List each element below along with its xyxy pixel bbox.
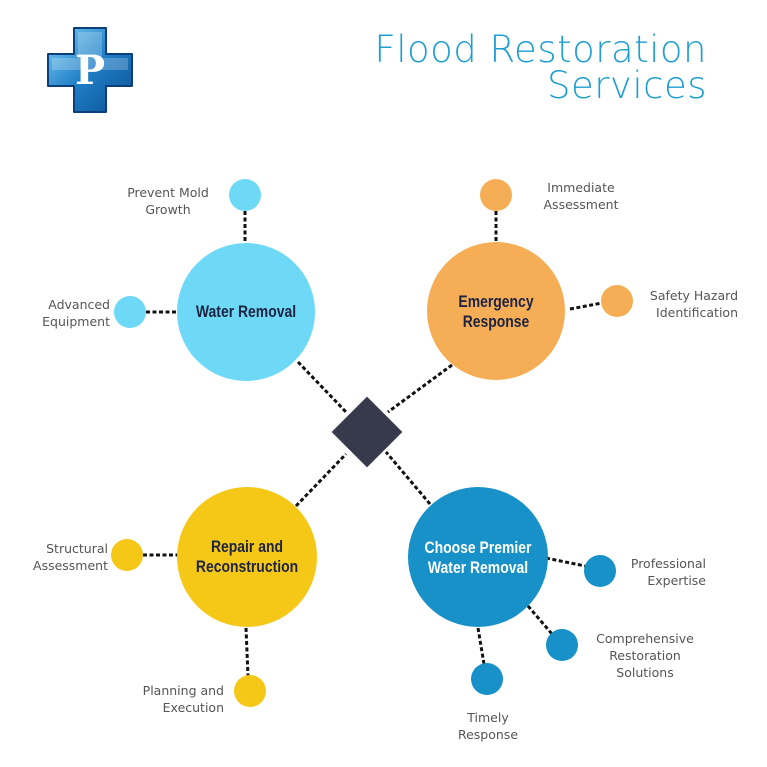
title-line-1: Flood Restoration [374,28,707,71]
node-planning-execution [234,675,266,707]
hub-emergency-response [427,242,565,380]
label-comprehensive-solutions: Comprehensive Restoration Solutions [596,631,694,680]
hub-repair-reconstruction [177,487,317,627]
hub-water-removal [177,243,315,381]
hub-label-water-removal: Water Removal [195,302,297,321]
hub-label-emergency-response: Emergency Response [458,292,534,331]
hub-label-choose-premier: Choose Premier Water Removal [424,538,532,577]
label-planning-execution: Planning and Execution [142,683,224,715]
node-comprehensive-solutions [546,629,578,661]
title-line-2: Services [546,64,707,107]
medical-cross-logo: P [47,27,133,113]
node-advanced-equipment [114,296,146,328]
connector-repair-reconstruction [294,452,348,508]
label-timely-response: Timely Response [457,710,519,742]
node-immediate-assessment [480,179,512,211]
node-prevent-mold-growth [229,179,261,211]
label-structural-assessment: Structural Assessment [33,541,108,573]
label-safety-hazard: Safety Hazard Identification [649,288,738,320]
node-timely-response [471,663,503,695]
label-immediate-assessment: Immediate Assessment [543,180,619,212]
logo-letter: P [75,47,105,94]
label-advanced-equipment: Advanced Equipment [42,297,110,329]
node-structural-assessment [111,539,143,571]
label-prevent-mold-growth: Prevent Mold Growth [127,185,209,217]
hub-choose-premier [408,487,548,627]
center-diamond [331,396,403,468]
connector-choose-premier [384,451,432,505]
connector-emergency-response [387,363,453,414]
page-title: Flood Restoration Services [374,28,707,107]
label-professional-expertise: Professional Expertise [630,556,706,588]
node-professional-expertise [584,555,616,587]
hub-label-repair-reconstruction: Repair and Reconstruction [195,537,299,576]
connector-water-removal [296,360,348,414]
node-safety-hazard [601,285,633,317]
